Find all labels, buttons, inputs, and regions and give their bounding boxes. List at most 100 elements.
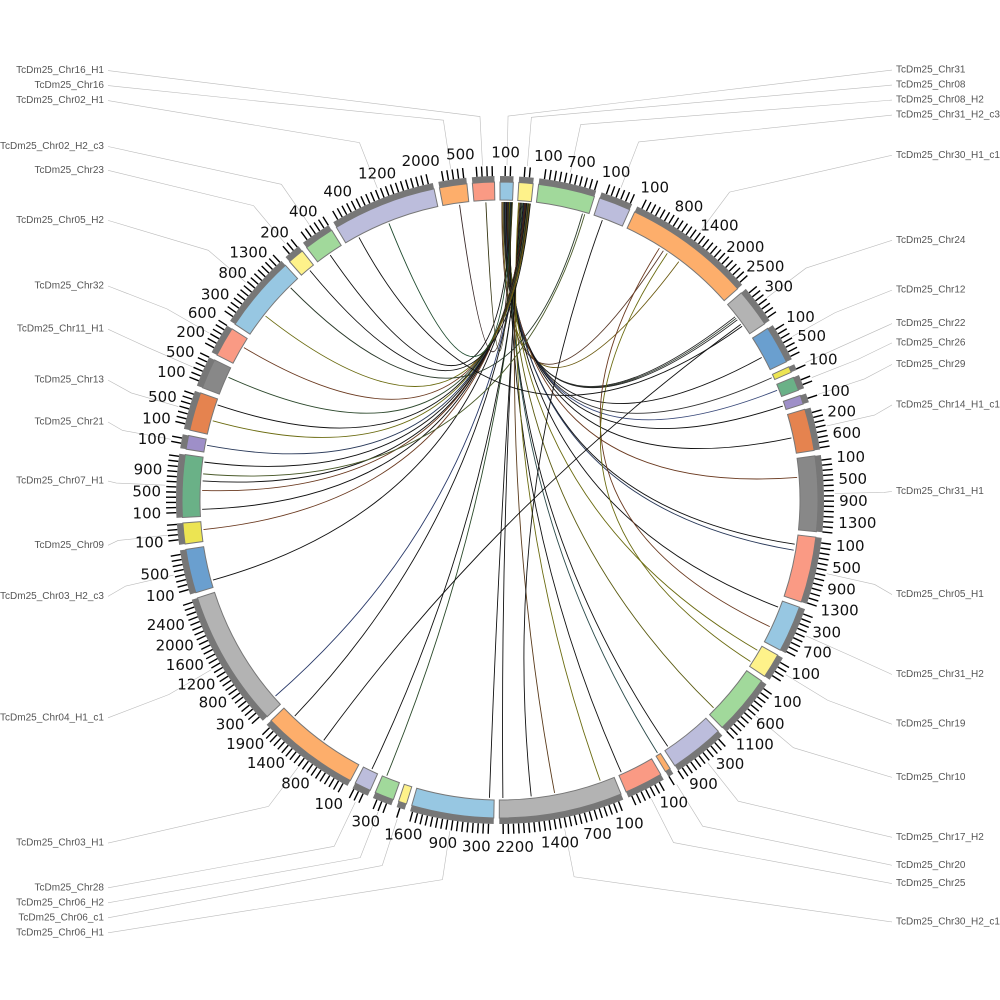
axis-tick bbox=[732, 267, 741, 276]
axis-tick bbox=[225, 684, 235, 691]
sector-block bbox=[270, 707, 360, 782]
axis-tick bbox=[714, 742, 722, 751]
sector-name-leader bbox=[107, 170, 286, 244]
axis-tick bbox=[574, 174, 578, 185]
axis-tick bbox=[336, 207, 343, 218]
tick-label: 300 bbox=[216, 715, 245, 733]
tick-label: 100 bbox=[135, 534, 164, 552]
axis-tick bbox=[771, 675, 782, 682]
sector-name-leader bbox=[107, 220, 246, 283]
axis-tick bbox=[178, 588, 189, 593]
chord-link bbox=[599, 247, 770, 628]
axis-tick bbox=[553, 819, 557, 830]
axis-tick bbox=[304, 228, 312, 238]
axis-tick bbox=[192, 625, 202, 631]
tick-label: 2000 bbox=[156, 637, 194, 655]
sector-name-label: TcDm25_Chr31_H2_c3 bbox=[896, 110, 1000, 121]
chord-link bbox=[290, 213, 583, 379]
axis-tick bbox=[194, 630, 204, 636]
tick-label: 100 bbox=[615, 814, 644, 832]
axis-tick bbox=[654, 784, 661, 794]
tick-label: 200 bbox=[827, 402, 856, 420]
sector-name-label: TcDm25_Chr26 bbox=[896, 337, 966, 348]
chord-link bbox=[323, 324, 742, 741]
axis-tick bbox=[228, 688, 238, 696]
tick-label: 100 bbox=[640, 179, 669, 197]
sector-axis-band bbox=[764, 655, 783, 680]
axis-tick bbox=[409, 177, 415, 188]
sector bbox=[535, 169, 599, 215]
sector-name-leader bbox=[805, 323, 893, 363]
sector bbox=[282, 238, 315, 276]
axis-tick bbox=[174, 573, 185, 578]
axis-tick bbox=[182, 601, 193, 607]
axis-tick bbox=[799, 622, 810, 629]
sector-name-leader bbox=[107, 669, 212, 719]
axis-tick bbox=[269, 734, 278, 743]
chord-link bbox=[243, 203, 530, 400]
axis-tick bbox=[735, 271, 745, 280]
sector bbox=[786, 407, 830, 454]
axis-tick bbox=[240, 289, 249, 297]
axis-tick bbox=[620, 189, 626, 200]
axis-tick bbox=[222, 679, 232, 687]
sector-axis-band bbox=[741, 288, 770, 324]
sector-name-leader bbox=[107, 574, 174, 597]
axis-tick bbox=[471, 822, 474, 833]
chord-link bbox=[228, 203, 530, 414]
axis-tick bbox=[747, 708, 756, 716]
axis-tick bbox=[314, 769, 322, 779]
sector-name-leader bbox=[826, 404, 893, 427]
axis-tick bbox=[399, 180, 405, 191]
sector-name-leader bbox=[834, 491, 893, 494]
axis-tick bbox=[230, 301, 240, 309]
tick-label: 300 bbox=[764, 277, 793, 295]
tick-label: 800 bbox=[218, 264, 247, 282]
axis-tick bbox=[737, 719, 746, 728]
axis-tick bbox=[203, 648, 213, 655]
axis-tick bbox=[166, 523, 177, 526]
sector bbox=[261, 707, 360, 793]
axis-tick bbox=[370, 191, 376, 202]
axis-tick bbox=[822, 526, 833, 529]
sector-block bbox=[471, 181, 496, 202]
axis-tick bbox=[578, 813, 583, 824]
sector-axis-band bbox=[333, 183, 435, 228]
axis-tick bbox=[261, 727, 271, 736]
sector-name-label: TcDm25_Chr14_H1_c1 bbox=[896, 399, 1000, 410]
axis-tick bbox=[261, 265, 270, 274]
axis-tick bbox=[415, 176, 419, 187]
axis-tick bbox=[697, 235, 706, 245]
tick-label: 2400 bbox=[147, 616, 185, 634]
axis-tick bbox=[779, 661, 790, 669]
axis-tick bbox=[668, 776, 675, 786]
tick-label: 500 bbox=[166, 343, 195, 361]
axis-tick bbox=[702, 752, 710, 761]
sector-axis-band bbox=[722, 680, 767, 732]
axis-tick bbox=[281, 744, 289, 754]
axis-tick bbox=[796, 364, 806, 370]
axis-tick bbox=[282, 245, 290, 255]
axis-tick bbox=[384, 186, 390, 196]
axis-tick bbox=[204, 342, 215, 349]
axis-tick bbox=[213, 666, 223, 674]
sector-axis-band bbox=[396, 801, 407, 810]
axis-tick bbox=[624, 191, 631, 202]
sector-name-label: TcDm25_Chr02_H2_c3 bbox=[0, 141, 104, 152]
axis-tick bbox=[654, 206, 661, 217]
sector-axis-band bbox=[767, 325, 792, 362]
axis-tick bbox=[728, 263, 737, 272]
axis-tick bbox=[215, 324, 225, 331]
sector-block bbox=[751, 327, 788, 371]
sector bbox=[182, 591, 282, 725]
axis-tick bbox=[685, 226, 693, 236]
sector bbox=[776, 375, 813, 398]
axis-tick bbox=[782, 337, 793, 344]
sector bbox=[498, 776, 624, 834]
sector-name-leader bbox=[107, 831, 451, 934]
tick-label: 1300 bbox=[838, 514, 876, 532]
axis-tick bbox=[350, 200, 357, 211]
axis-tick bbox=[645, 789, 651, 799]
axis-tick bbox=[186, 611, 197, 617]
axis-tick bbox=[608, 804, 613, 815]
